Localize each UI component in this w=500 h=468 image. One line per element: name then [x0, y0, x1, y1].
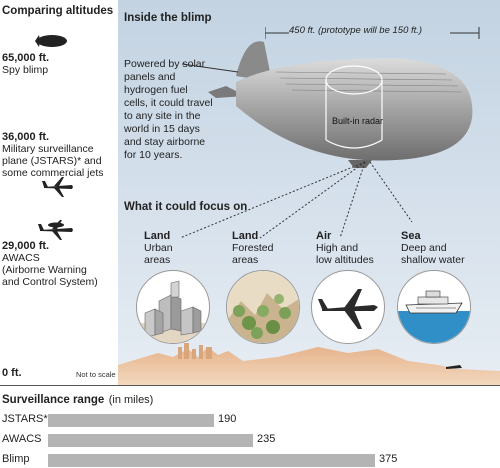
blimp-description: Powered by solar panels and hydrogen fue…: [124, 58, 213, 161]
scale-note: Not to scale: [76, 370, 116, 379]
bar: [48, 434, 253, 447]
category-forest: Land Forested areas: [232, 230, 274, 266]
bar-label: Blimp: [2, 453, 30, 465]
bar-value: 375: [379, 453, 398, 465]
bar: [48, 414, 214, 427]
range-title: Surveillance range (in miles): [2, 394, 154, 406]
city-icon: [136, 270, 210, 344]
airplane-icon: [311, 270, 385, 344]
category-sea: Sea Deep and shallow water: [401, 230, 465, 266]
bar-label: JSTARS*: [2, 413, 48, 425]
category-urban: Land Urban areas: [144, 230, 173, 266]
ship-icon: [397, 270, 471, 344]
inside-blimp-title: Inside the blimp: [124, 12, 212, 24]
ground-horizon: [118, 343, 500, 385]
bar: [48, 454, 375, 467]
bar-label: AWACS: [2, 433, 42, 445]
length-dimension-line: [265, 27, 480, 39]
bar-value: 235: [257, 433, 276, 445]
small-blimp-icon: [35, 35, 67, 47]
category-air: Air High and low altitudes: [316, 230, 374, 266]
description-pointer: [182, 63, 239, 73]
focus-title: What it could focus on: [124, 201, 248, 213]
altitude-36000: 36,000 ft. Military surveillance plane (…: [2, 131, 104, 179]
altitude-0: 0 ft.: [2, 367, 22, 379]
blimp-illustration: [208, 41, 473, 168]
jstars-plane-icon: [42, 177, 73, 197]
bar-value: 190: [218, 413, 237, 425]
awacs-plane-icon: [38, 220, 73, 240]
forest-icon: [226, 270, 300, 344]
blimp-length-label: 450 ft. (prototype will be 150 ft.): [289, 25, 423, 36]
focus-connector-lines: [179, 161, 413, 239]
comparing-altitudes-title: Comparing altitudes: [2, 5, 114, 17]
radar-label: Built-in radar: [332, 116, 384, 126]
altitude-65000: 65,000 ft. Spy blimp: [2, 52, 50, 76]
altitude-29000: 29,000 ft. AWACS (Airborne Warning and C…: [2, 240, 98, 288]
divider-line: [0, 385, 500, 386]
